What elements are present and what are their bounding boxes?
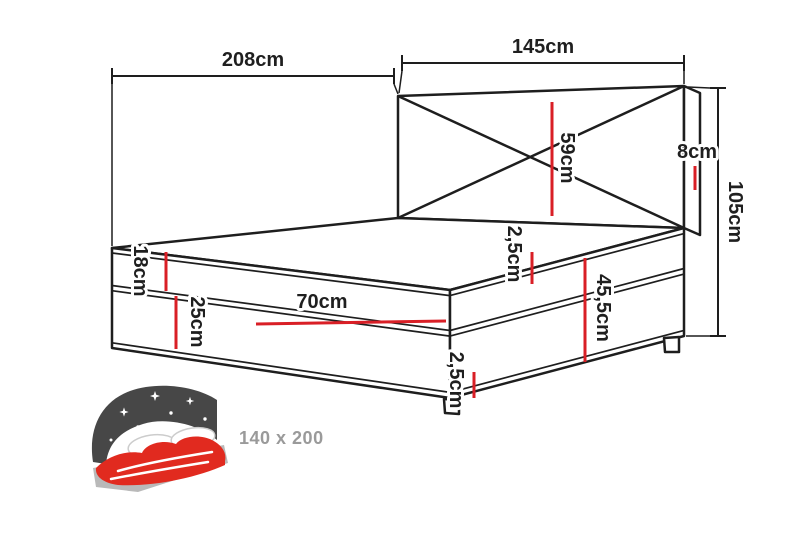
extension-line bbox=[398, 70, 403, 94]
label-headboard-side: 8cm bbox=[677, 141, 717, 163]
extension-line bbox=[687, 86, 711, 89]
label-piping-bottom: 2,5cm bbox=[445, 352, 467, 409]
bed-leg-right bbox=[662, 335, 681, 354]
seam-line bbox=[111, 252, 451, 297]
label-side-height: 45,5cm bbox=[592, 274, 614, 342]
extension-line bbox=[393, 83, 399, 95]
label-width: 145cm bbox=[512, 36, 574, 58]
dimension-labels: 208cm 145cm 59cm 8cm 105cm 18cm 25cm 70c… bbox=[126, 33, 749, 411]
star-icon bbox=[185, 396, 195, 406]
label-total-height: 105cm bbox=[724, 181, 746, 243]
bed-icon-headboard bbox=[91, 385, 217, 464]
bed-side-face bbox=[448, 226, 686, 400]
red-dimension-marks bbox=[164, 102, 697, 398]
headboard-panel bbox=[396, 84, 686, 230]
bed-leg-front bbox=[442, 397, 461, 416]
label-headboard-height: 59cm bbox=[556, 132, 578, 183]
star-icon bbox=[150, 391, 160, 401]
redline-front-70 bbox=[255, 319, 447, 326]
upholstery-seams bbox=[111, 232, 685, 394]
star-dot-icon bbox=[136, 425, 140, 429]
label-mattress-height: 18cm bbox=[129, 245, 151, 296]
seam-line bbox=[449, 267, 685, 332]
label-base-height: 25cm bbox=[186, 296, 208, 347]
star-dot-icon bbox=[109, 438, 113, 442]
label-piping-top: 2,5cm bbox=[503, 226, 525, 283]
bed-icon bbox=[91, 385, 228, 492]
dimension-lines bbox=[111, 55, 726, 337]
seam-line bbox=[449, 329, 685, 394]
seam-line bbox=[111, 341, 451, 394]
star-dot-icon bbox=[203, 417, 207, 421]
bed-drawing bbox=[110, 84, 702, 416]
fold-line bbox=[116, 450, 214, 473]
label-length: 208cm bbox=[222, 49, 284, 71]
star-icon bbox=[119, 407, 129, 417]
seam-line bbox=[449, 232, 685, 297]
duvet-fold-lines bbox=[109, 450, 214, 481]
headboard-cross-line bbox=[397, 94, 685, 230]
size-label: 140 x 200 bbox=[239, 428, 324, 448]
headboard-cross-line bbox=[397, 84, 685, 220]
star-dot-icon bbox=[169, 411, 173, 415]
label-front-length: 70cm bbox=[296, 291, 347, 313]
star-icons bbox=[109, 391, 207, 442]
headboard-side bbox=[682, 84, 702, 237]
fold-line bbox=[109, 460, 210, 481]
seam-line bbox=[449, 273, 685, 337]
seam-line bbox=[111, 289, 451, 337]
